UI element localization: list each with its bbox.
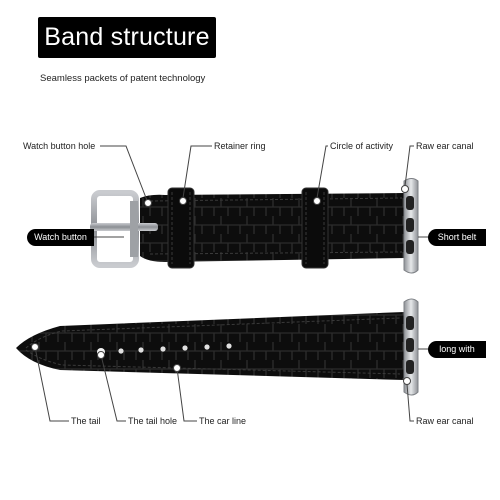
long-with-connector (403, 298, 419, 396)
callout-dots (31, 185, 411, 385)
buckle (90, 190, 158, 268)
pill-long-with: long with (428, 341, 486, 358)
label-the-tail-hole: The tail hole (128, 416, 178, 426)
label-circle-of-activity: Circle of activity (330, 141, 394, 151)
label-the-car-line: The car line (199, 416, 247, 426)
long-with-strap (16, 312, 404, 380)
activity-ring (301, 187, 329, 269)
label-watch-button-hole: Watch button hole (23, 141, 96, 151)
short-belt-connector (403, 178, 419, 274)
label-retainer-ring: Retainer ring (214, 141, 266, 151)
retainer-ring (167, 187, 195, 269)
label-the-tail: The tail (71, 416, 101, 426)
label-raw-ear-canal-top: Raw ear canal (416, 141, 474, 151)
page-title: Band structure (44, 23, 210, 51)
callout-lines (34, 145, 428, 422)
pill-short-belt: Short belt (428, 229, 486, 246)
label-raw-ear-canal-bottom: Raw ear canal (416, 416, 474, 426)
subtitle: Seamless packets of patent technology (40, 73, 206, 84)
title-badge: Band structure (38, 17, 216, 58)
pill-watch-button: Watch button (27, 229, 94, 246)
